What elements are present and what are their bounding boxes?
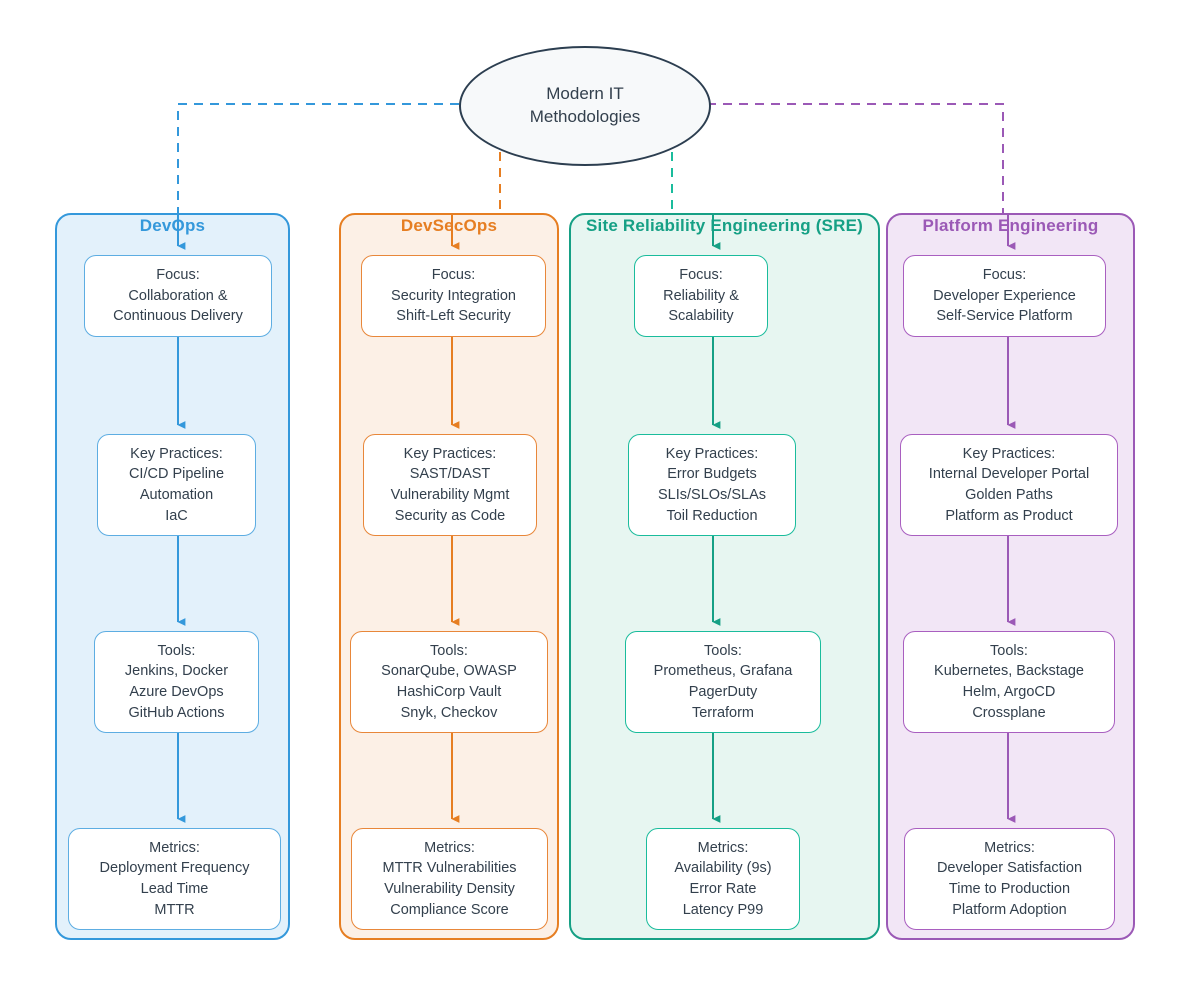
column-title-platform: Platform Engineering bbox=[922, 216, 1099, 235]
card-label-devsecops-metrics: Metrics: MTTR Vulnerabilities Vulnerabil… bbox=[382, 839, 517, 918]
root-to-devops-connector bbox=[177, 103, 459, 213]
root-node[interactable]: Modern IT Methodologies bbox=[459, 46, 711, 166]
card-label-devops-metrics: Metrics: Deployment Frequency Lead Time … bbox=[99, 839, 250, 918]
column-title-devsecops: DevSecOps bbox=[400, 216, 498, 235]
root-to-platform-connector bbox=[707, 103, 1004, 213]
card-label-sre-tools: Tools: Prometheus, Grafana PagerDuty Ter… bbox=[653, 642, 793, 721]
card-devsecops-metrics[interactable]: Metrics: MTTR Vulnerabilities Vulnerabil… bbox=[351, 828, 548, 930]
card-label-devsecops-tools: Tools: SonarQube, OWASP HashiCorp Vault … bbox=[381, 642, 517, 721]
card-label-devops-tools: Tools: Jenkins, Docker Azure DevOps GitH… bbox=[124, 642, 229, 721]
card-devops-key-practices[interactable]: Key Practices: CI/CD Pipeline Automation… bbox=[97, 434, 256, 536]
card-platform-focus[interactable]: Focus: Developer Experience Self-Service… bbox=[903, 255, 1106, 337]
card-label-sre-focus: Focus: Reliability & Scalability bbox=[663, 267, 739, 325]
card-devsecops-focus[interactable]: Focus: Security Integration Shift-Left S… bbox=[361, 255, 546, 337]
card-platform-metrics[interactable]: Metrics: Developer Satisfaction Time to … bbox=[904, 828, 1115, 930]
card-label-devops-focus: Focus: Collaboration & Continuous Delive… bbox=[113, 267, 243, 325]
card-devops-focus[interactable]: Focus: Collaboration & Continuous Delive… bbox=[84, 255, 272, 337]
card-platform-tools[interactable]: Tools: Kubernetes, Backstage Helm, ArgoC… bbox=[903, 631, 1115, 733]
card-devsecops-key-practices[interactable]: Key Practices: SAST/DAST Vulnerability M… bbox=[363, 434, 537, 536]
card-label-platform-metrics: Metrics: Developer Satisfaction Time to … bbox=[936, 839, 1083, 918]
card-devops-tools[interactable]: Tools: Jenkins, Docker Azure DevOps GitH… bbox=[94, 631, 259, 733]
card-platform-key-practices[interactable]: Key Practices: Internal Developer Portal… bbox=[900, 434, 1118, 536]
card-sre-key-practices[interactable]: Key Practices: Error Budgets SLIs/SLOs/S… bbox=[628, 434, 796, 536]
card-sre-metrics[interactable]: Metrics: Availability (9s) Error Rate La… bbox=[646, 828, 800, 930]
root-node-label: Modern IT Methodologies bbox=[529, 84, 641, 126]
card-sre-tools[interactable]: Tools: Prometheus, Grafana PagerDuty Ter… bbox=[625, 631, 821, 733]
card-label-sre-metrics: Metrics: Availability (9s) Error Rate La… bbox=[674, 839, 772, 918]
card-label-platform-key-practices: Key Practices: Internal Developer Portal… bbox=[928, 445, 1090, 524]
card-sre-focus[interactable]: Focus: Reliability & Scalability bbox=[634, 255, 768, 337]
card-label-devops-key-practices: Key Practices: CI/CD Pipeline Automation… bbox=[128, 445, 225, 524]
card-label-devsecops-focus: Focus: Security Integration Shift-Left S… bbox=[391, 267, 516, 325]
card-devops-metrics[interactable]: Metrics: Deployment Frequency Lead Time … bbox=[68, 828, 281, 930]
column-title-devops: DevOps bbox=[139, 216, 206, 235]
card-label-platform-focus: Focus: Developer Experience Self-Service… bbox=[933, 267, 1076, 325]
card-label-devsecops-key-practices: Key Practices: SAST/DAST Vulnerability M… bbox=[390, 445, 510, 524]
card-label-platform-tools: Tools: Kubernetes, Backstage Helm, ArgoC… bbox=[934, 642, 1084, 721]
column-title-sre: Site Reliability Engineering (SRE) bbox=[586, 216, 863, 235]
card-label-sre-key-practices: Key Practices: Error Budgets SLIs/SLOs/S… bbox=[658, 445, 766, 524]
card-devsecops-tools[interactable]: Tools: SonarQube, OWASP HashiCorp Vault … bbox=[350, 631, 548, 733]
